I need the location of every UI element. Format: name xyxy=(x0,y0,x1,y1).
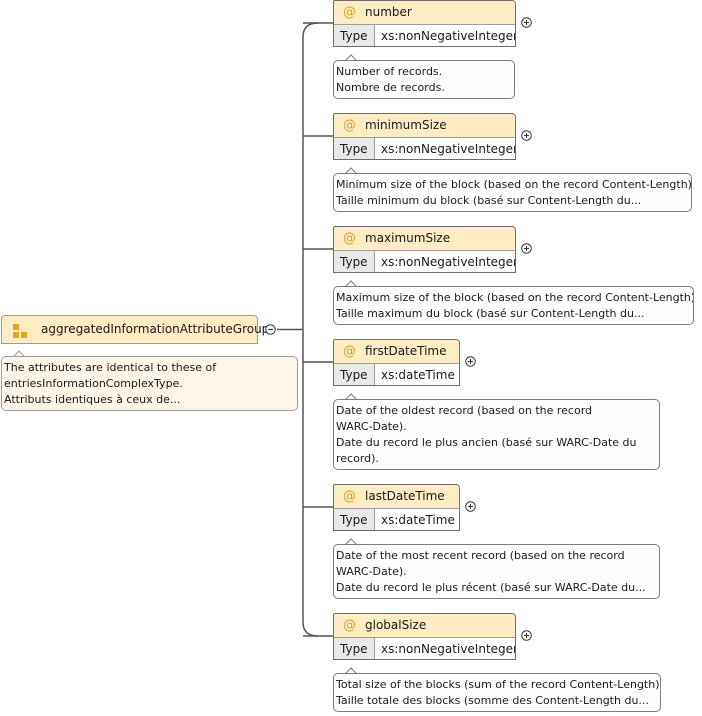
expand-icon[interactable] xyxy=(521,243,532,254)
expand-icon[interactable] xyxy=(521,130,532,141)
type-key: Type xyxy=(334,364,375,385)
collapse-icon[interactable] xyxy=(265,324,276,335)
annotation-line: WARC-Date). xyxy=(336,420,407,433)
annotation-line: WARC-Date). xyxy=(336,565,407,578)
type-key: Type xyxy=(334,638,375,659)
attribute-header: @ firstDateTime xyxy=(334,340,459,364)
expand-icon[interactable] xyxy=(521,17,532,28)
annotation-line: Taille maximum du block (basé sur Conten… xyxy=(336,307,645,320)
attribute-header: @ maximumSize xyxy=(334,227,515,251)
note-pointer xyxy=(344,538,358,546)
attribute-name: lastDateTime xyxy=(365,489,445,503)
note-pointer xyxy=(344,667,358,675)
expand-icon[interactable] xyxy=(465,501,476,512)
type-value: xs:dateTime xyxy=(381,513,455,527)
attribute-name: number xyxy=(365,5,412,19)
attribute-header: @ lastDateTime xyxy=(334,485,459,509)
attribute-group-annotation: The attributes are identical to these of… xyxy=(1,356,298,411)
note-pointer xyxy=(344,280,358,288)
annotation-line: Taille minimum du block (basé sur Conten… xyxy=(336,194,642,207)
attribute-icon: @ xyxy=(343,344,356,359)
type-value: xs:dateTime xyxy=(381,368,455,382)
annotation-line: record). xyxy=(336,452,379,465)
attribute-type-row: Type xs:nonNegativeInteger xyxy=(334,638,516,659)
attribute-type-row: Type xs:dateTime xyxy=(334,364,459,385)
attribute-header: @ number xyxy=(334,1,515,25)
attribute-name: globalSize xyxy=(365,618,427,632)
annotation-line: Nombre de records. xyxy=(336,81,445,94)
annotation-line: Date of the most recent record (based on… xyxy=(336,549,625,562)
attribute-type-row: Type xs:nonNegativeInteger xyxy=(334,138,516,159)
attribute-icon: @ xyxy=(343,618,356,633)
type-key: Type xyxy=(334,251,375,272)
annotation-line: Attributs identiques à ceux de... xyxy=(4,393,181,406)
attribute-type-row: Type xs:dateTime xyxy=(334,509,459,530)
note-pointer xyxy=(344,167,358,175)
annotation-line: entriesInformationComplexType. xyxy=(4,377,183,390)
attribute-header: @ minimumSize xyxy=(334,114,515,138)
type-key: Type xyxy=(334,138,375,159)
annotation-line: Date of the oldest record (based on the … xyxy=(336,404,593,417)
annotation-line: Minimum size of the block (based on the … xyxy=(336,178,692,191)
attribute-annotation-number: Number of records. Nombre de records. xyxy=(333,60,515,99)
note-pointer xyxy=(344,393,358,401)
annotation-line: Total size of the blocks (sum of the rec… xyxy=(336,678,661,691)
attribute-annotation-minimumsize: Minimum size of the block (based on the … xyxy=(333,173,692,212)
type-value: xs:nonNegativeInteger xyxy=(381,29,516,43)
expand-icon[interactable] xyxy=(521,630,532,641)
type-key: Type xyxy=(334,509,375,530)
attribute-annotation-lastdatetime: Date of the most recent record (based on… xyxy=(333,544,660,599)
attribute-name: maximumSize xyxy=(365,231,451,245)
attribute-annotation-globalsize: Total size of the blocks (sum of the rec… xyxy=(333,673,661,712)
attribute-name: minimumSize xyxy=(365,118,447,132)
attribute-type-row: Type xs:nonNegativeInteger xyxy=(334,251,516,272)
attribute-group-name: aggregatedInformationAttributeGroup xyxy=(41,322,270,336)
annotation-line: Number of records. xyxy=(336,65,443,78)
annotation-line: The attributes are identical to these of xyxy=(4,361,217,374)
attribute-icon: @ xyxy=(343,231,356,246)
attribute-icon: @ xyxy=(343,118,356,133)
attribute-icon: @ xyxy=(343,489,356,504)
attribute-group-node[interactable]: aggregatedInformationAttributeGroup xyxy=(1,315,269,344)
attribute-icon: @ xyxy=(343,5,356,20)
annotation-line: Date du record le plus récent (basé sur … xyxy=(336,581,646,594)
type-value: xs:nonNegativeInteger xyxy=(381,642,516,656)
attribute-annotation-firstdatetime: Date of the oldest record (based on the … xyxy=(333,399,660,470)
attribute-type-row: Type xs:nonNegativeInteger xyxy=(334,25,516,46)
annotation-line: Taille totale des blocks (somme des Cont… xyxy=(336,694,649,707)
note-pointer xyxy=(12,350,26,358)
attribute-header: @ globalSize xyxy=(334,614,515,638)
type-key: Type xyxy=(334,25,375,46)
annotation-line: Maximum size of the block (based on the … xyxy=(336,291,694,304)
connector-spine xyxy=(302,22,319,637)
type-value: xs:nonNegativeInteger xyxy=(381,255,516,269)
annotation-line: Date du record le plus ancien (basé sur … xyxy=(336,436,637,449)
expand-icon[interactable] xyxy=(465,356,476,367)
type-value: xs:nonNegativeInteger xyxy=(381,142,516,156)
attribute-annotation-maximumsize: Maximum size of the block (based on the … xyxy=(333,286,694,325)
note-pointer xyxy=(344,54,358,62)
attribute-group-icon xyxy=(13,324,27,338)
attribute-name: firstDateTime xyxy=(365,344,447,358)
